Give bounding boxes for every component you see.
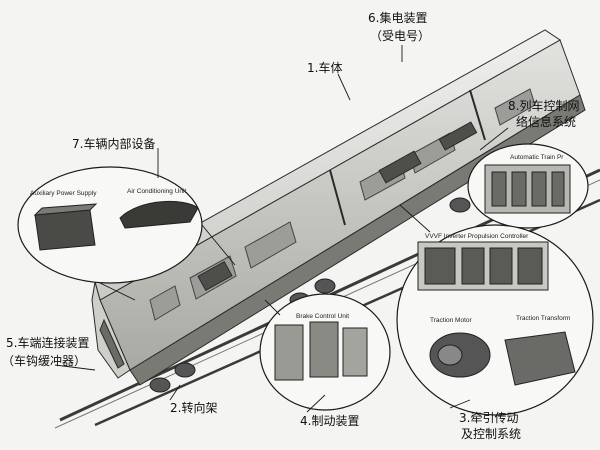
brake-label: 4.制动装置 [300,414,360,428]
bubble-equipment [33,164,576,386]
brake-control-unit-caption: Brake Control Unit [296,313,350,320]
end-coupler-label: 5.车端连接装置 [6,336,90,350]
auxiliary-power-supply-caption: Auxiliary Power Supply [30,190,97,197]
current-collector-sublabel: （受电号） [370,29,431,43]
air-conditioning-unit-caption: Air Conditioning Unit [127,188,187,195]
control-network-sublabel: 络信息系统 [516,115,577,129]
traction-motor-caption: Traction Motor [430,317,472,324]
bogie-label: 2.转向架 [170,401,218,415]
traction-sublabel: 及控制系统 [461,427,522,441]
interior-equipment-label: 7.车辆内部设备 [72,137,156,151]
traction-label: 3.牵引传动 [459,411,519,425]
car-body-label: 1.车体 [307,61,343,75]
traction-transformer-caption: Traction Transform [516,315,571,322]
current-collector-label: 6.集电装置 [368,11,428,25]
automatic-train-caption: Automatic Train Pr [510,154,564,161]
end-coupler-sublabel: （车钩缓冲器） [2,354,87,368]
vvvf-caption: VVVF Inverter Propulsion Controller [425,233,529,240]
train-body [91,29,586,386]
leader-lines [54,45,509,413]
control-network-label: 8.列车控制网 [508,99,580,113]
